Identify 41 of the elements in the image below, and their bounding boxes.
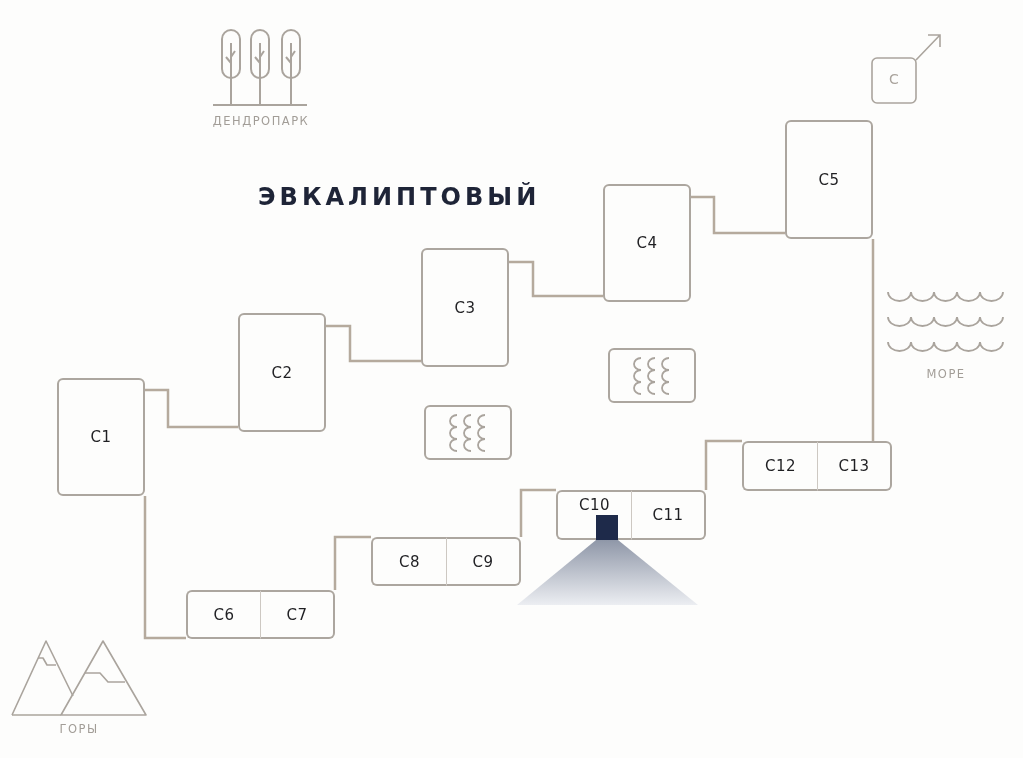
building-box [261, 590, 335, 639]
building-box [603, 184, 691, 302]
walkway-line [519, 488, 556, 537]
building-label: С8 [399, 553, 420, 570]
compass-letter: С [889, 73, 899, 86]
building-label: С9 [472, 553, 494, 570]
building-label: С6 [213, 606, 235, 623]
building-box [785, 120, 873, 239]
walkway-line [145, 388, 238, 429]
building-box [57, 378, 145, 496]
building-label: С7 [286, 606, 308, 623]
walkway-line [704, 439, 742, 490]
building-label: С4 [636, 235, 658, 251]
walkway-line [333, 535, 371, 590]
walkway-line [691, 195, 785, 235]
building-box [186, 590, 261, 639]
pool-box [424, 405, 512, 460]
building-box [632, 490, 706, 540]
walkway-line [143, 496, 186, 640]
building-label: С2 [271, 364, 293, 381]
building-box [421, 248, 509, 367]
building-box [818, 441, 892, 491]
place-label: ДЕНДРОПАРК [212, 115, 310, 128]
building-label: С13 [838, 458, 870, 474]
building-label: С1 [90, 429, 112, 445]
building-box [238, 313, 326, 432]
building-box [371, 537, 447, 586]
building-label: С5 [818, 171, 840, 188]
walkway-line [509, 260, 603, 298]
building-label: С12 [764, 458, 797, 474]
building-label: С3 [454, 299, 476, 316]
pool-box [608, 348, 696, 403]
building-box [447, 537, 521, 586]
place-label: МОРЕ [926, 368, 966, 381]
building-box [742, 441, 818, 491]
walkway-line [871, 239, 875, 441]
walkway-line [326, 324, 421, 363]
site-title: ЭВКАЛИПТОВЫЙ [258, 183, 541, 211]
building-label: С10 [578, 497, 611, 513]
building-label: С11 [652, 507, 684, 523]
place-label: ГОРЫ [59, 723, 99, 736]
